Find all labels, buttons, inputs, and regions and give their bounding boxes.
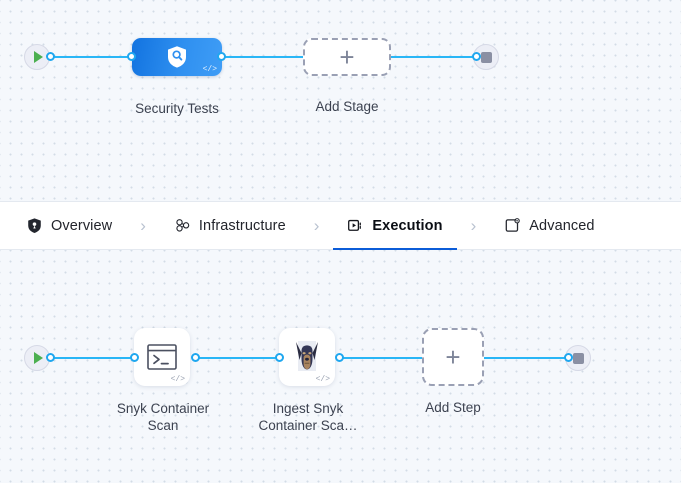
shield-search-icon	[168, 46, 186, 68]
tab-advanced-label: Advanced	[529, 217, 595, 234]
step1-caption: Snyk Container Scan	[92, 400, 234, 434]
plus-icon: +	[445, 342, 461, 372]
tab-infrastructure-label: Infrastructure	[198, 217, 286, 234]
stage-output-port[interactable]	[217, 52, 226, 61]
stage-canvas[interactable]: </> + Security Tests Add Stage	[0, 0, 681, 201]
stage-caption: Security Tests	[135, 101, 219, 116]
execution-start-output-port[interactable]	[46, 353, 55, 362]
tab-separator-2: ›	[313, 216, 320, 235]
edge-addstep-to-end	[482, 357, 568, 359]
add-stage-caption: Add Stage	[315, 99, 379, 114]
terminal-icon	[147, 344, 177, 370]
tab-separator-3: ›	[470, 216, 477, 235]
end-input-port[interactable]	[472, 52, 481, 61]
step1-caption-line2: Scan	[147, 418, 179, 433]
edge-start-to-stage	[46, 56, 142, 58]
step1-output-port[interactable]	[191, 353, 200, 362]
step2-caption-line2: Container Sca…	[258, 418, 358, 433]
edge-stage-to-addstage	[218, 56, 308, 58]
add-step-button[interactable]: +	[422, 328, 484, 386]
tab-advanced[interactable]: Advanced	[490, 202, 608, 250]
tab-overview[interactable]: Overview	[12, 202, 126, 250]
execution-start-node[interactable]	[24, 345, 50, 371]
play-icon	[33, 51, 43, 63]
add-step-caption: Add Step	[425, 400, 481, 415]
plus-icon: +	[339, 42, 355, 72]
step2-input-port[interactable]	[275, 353, 284, 362]
edge-addstage-to-end	[386, 56, 478, 58]
step1-caption-line1: Snyk Container	[116, 401, 210, 416]
settings-box-icon	[505, 218, 521, 232]
step-node-ingest-snyk-container-scan[interactable]: </>	[279, 328, 335, 386]
step2-caption: Ingest Snyk Container Sca…	[237, 400, 379, 434]
start-output-port[interactable]	[46, 52, 55, 61]
play-box-icon	[348, 219, 362, 231]
execution-end-input-port[interactable]	[564, 353, 573, 362]
shield-icon	[28, 218, 41, 233]
step1-input-port[interactable]	[130, 353, 139, 362]
tab-overview-label: Overview	[51, 217, 113, 234]
tab-separator-1: ›	[140, 216, 146, 235]
stop-icon	[572, 352, 584, 364]
tab-execution[interactable]: Execution	[333, 202, 457, 251]
edge-start-to-step1	[46, 357, 134, 359]
snyk-dog-icon	[296, 341, 318, 371]
edge-step1-to-step2	[192, 357, 280, 359]
step2-output-port[interactable]	[335, 353, 344, 362]
step-node-snyk-container-scan[interactable]: </>	[134, 328, 190, 386]
stage-code-badge: </>	[202, 65, 217, 74]
step-code-badge: </>	[170, 375, 185, 384]
edge-step2-to-addstep	[336, 357, 422, 359]
play-icon	[33, 352, 43, 364]
tab-infrastructure[interactable]: Infrastructure	[160, 202, 300, 250]
stage-node-security-tests[interactable]: </>	[132, 38, 222, 76]
step2-caption-line1: Ingest Snyk	[272, 401, 344, 416]
step-code-badge: </>	[315, 375, 330, 384]
add-stage-button[interactable]: +	[303, 38, 391, 76]
pipeline-tabbar: Overview › Infrastructure ›	[0, 201, 681, 251]
step-canvas[interactable]: </> </>	[0, 250, 681, 483]
tab-execution-label: Execution	[372, 217, 443, 234]
stop-icon	[480, 51, 492, 63]
nodes-cluster-icon	[176, 219, 190, 232]
stage-input-port[interactable]	[127, 52, 136, 61]
